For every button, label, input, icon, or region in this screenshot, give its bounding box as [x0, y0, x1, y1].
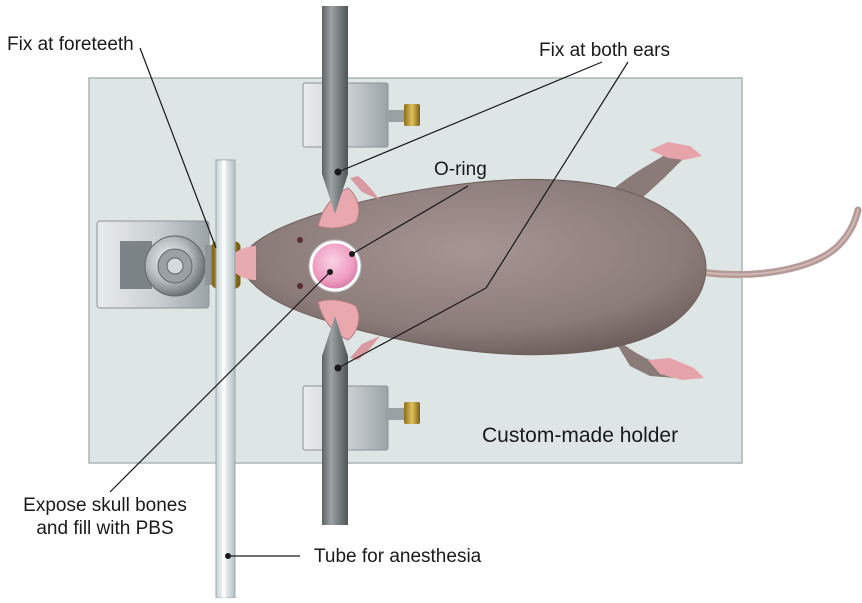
label-expose: Expose skull bones and fill with PBS [0, 494, 210, 540]
lower-ear-bar [322, 316, 348, 525]
label-expose-line1: Expose skull bones [0, 494, 210, 517]
label-tube: Tube for anesthesia [314, 545, 481, 568]
label-fix-foreteeth: Fix at foreteeth [7, 33, 134, 56]
o-ring [311, 242, 359, 290]
anesthesia-tube [216, 160, 235, 598]
label-expose-line2: and fill with PBS [0, 517, 210, 540]
label-fix-ears: Fix at both ears [539, 39, 670, 62]
upper-ear-bar [322, 6, 348, 214]
label-o-ring: O-ring [434, 158, 487, 181]
label-holder: Custom-made holder [482, 424, 678, 447]
